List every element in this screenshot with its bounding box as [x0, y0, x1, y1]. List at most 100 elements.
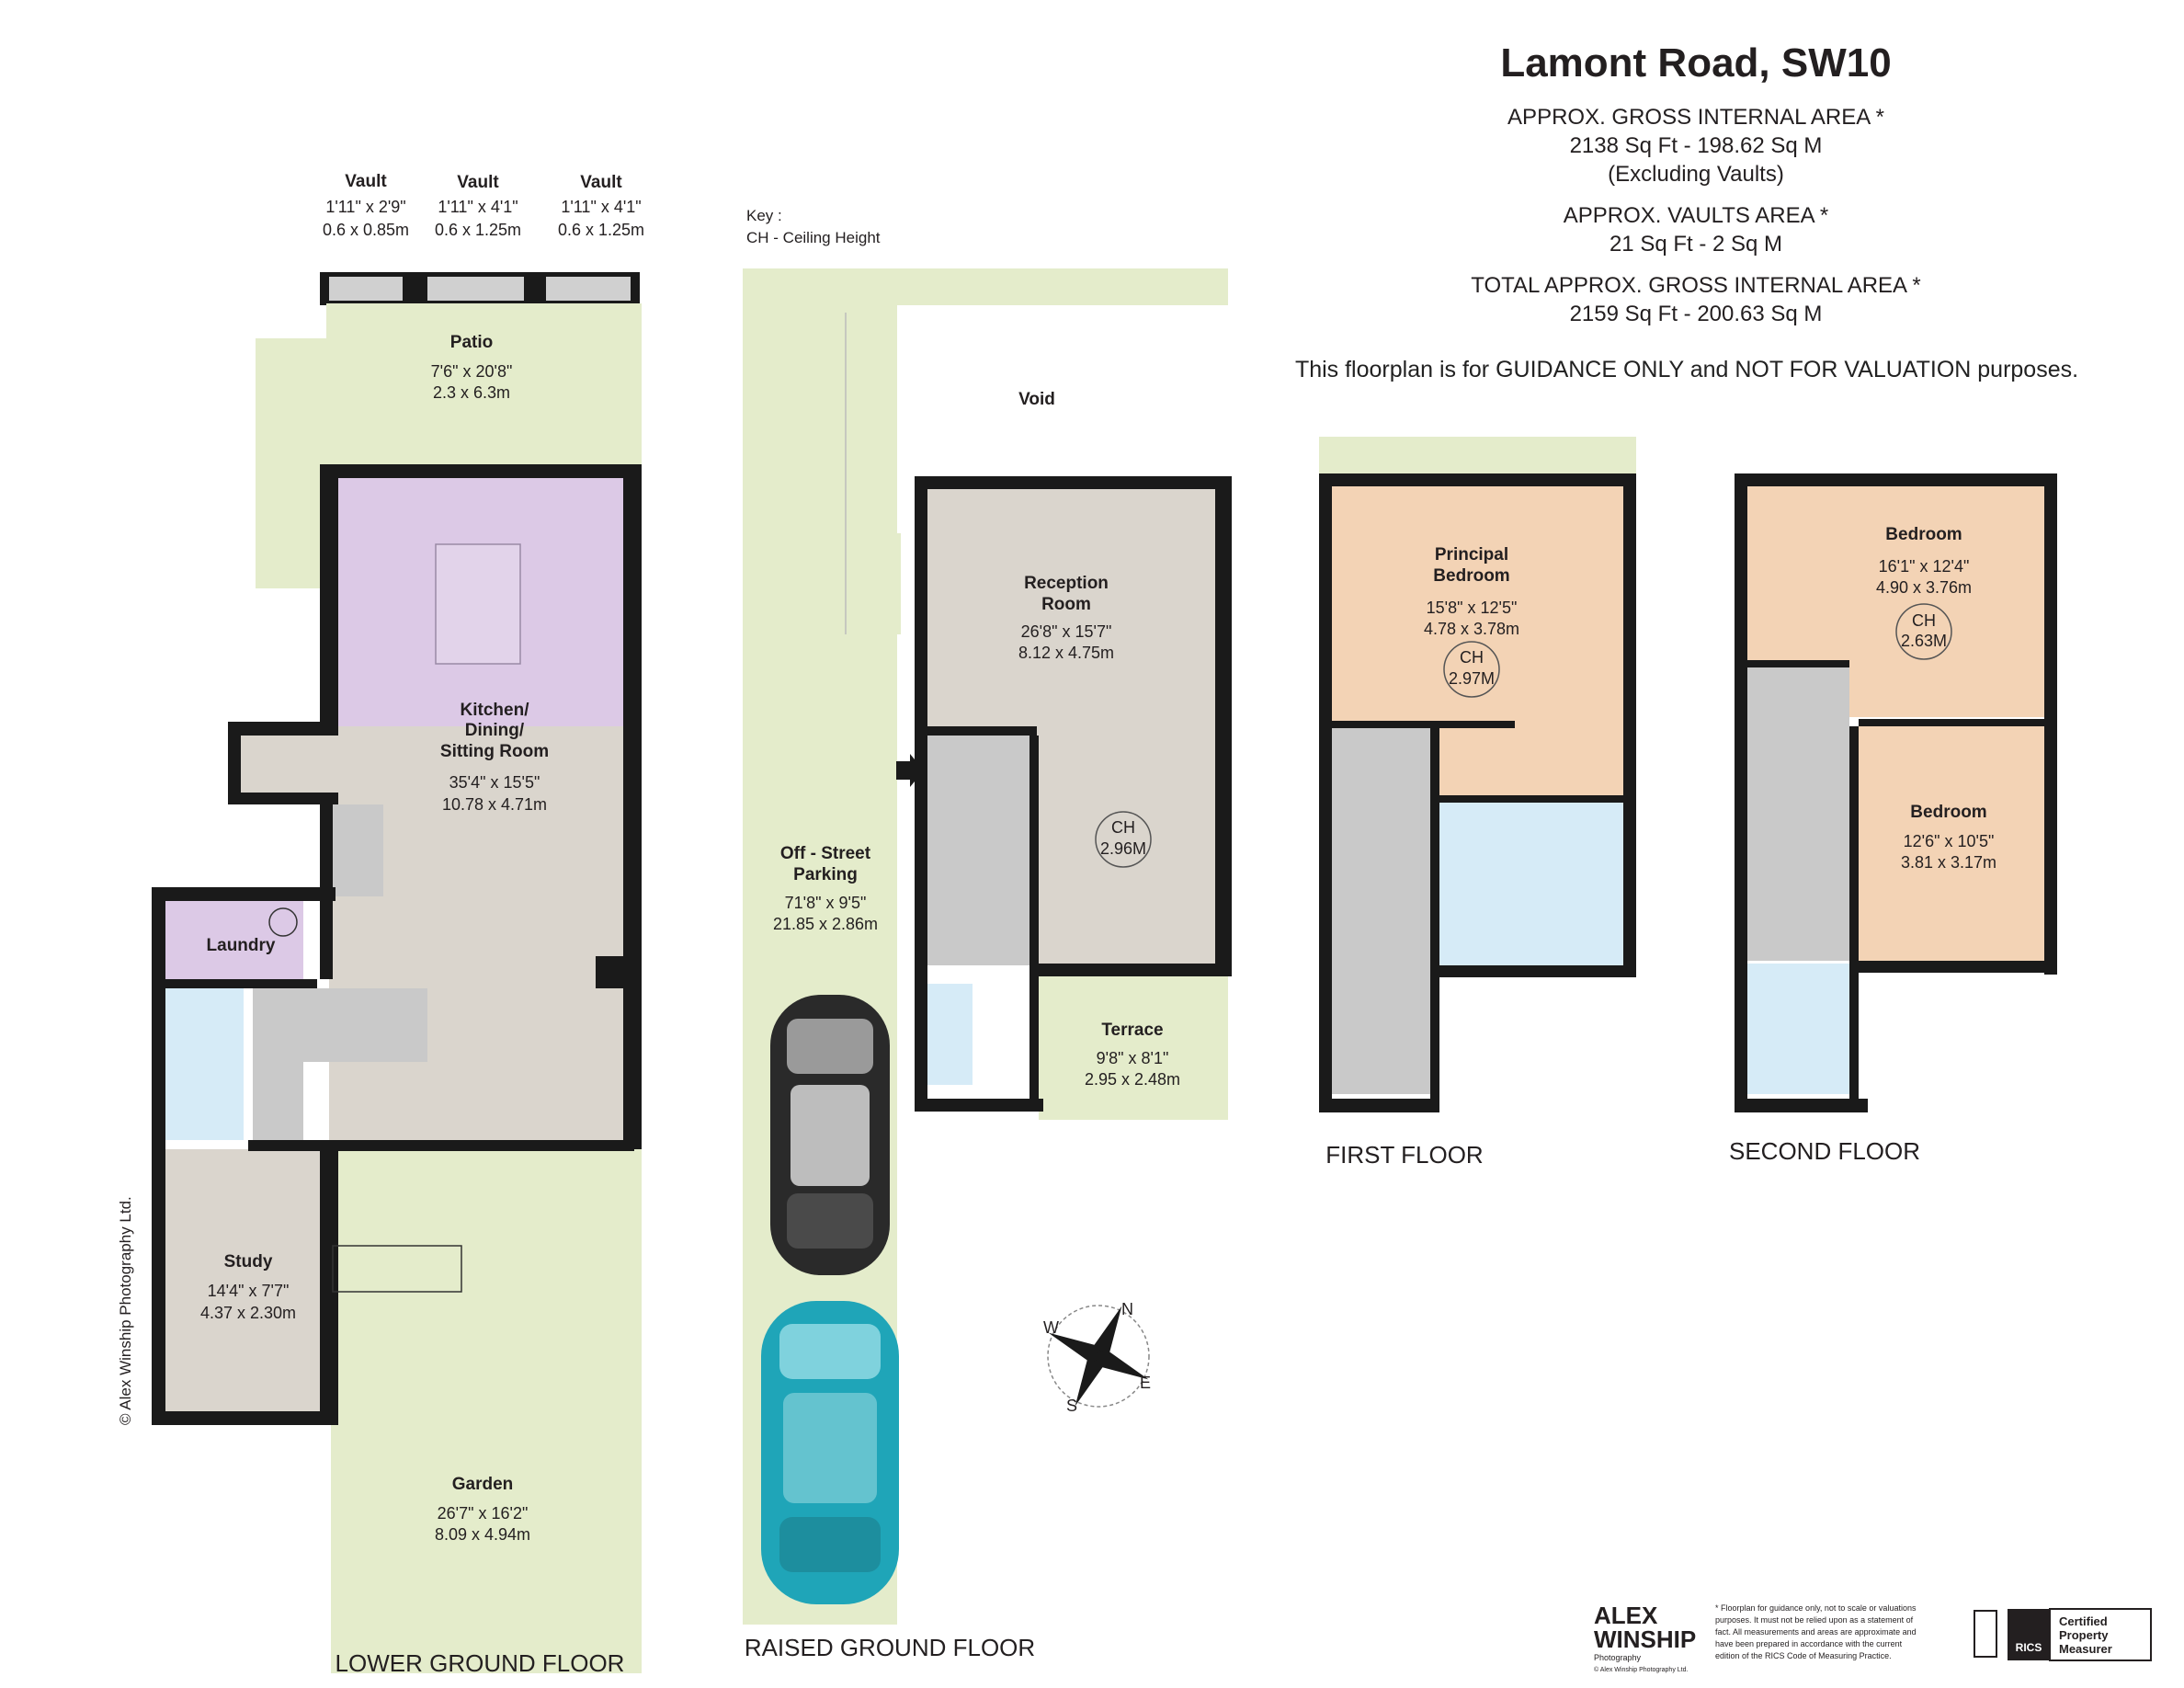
rg-walls [915, 476, 1232, 1112]
vault-2 [427, 277, 524, 301]
vault1-met: 0.6 x 0.85m [323, 221, 409, 239]
rg-top-strip [897, 268, 1228, 305]
bedroom3-name: Bedroom [1910, 803, 1986, 822]
lg-stairs-2 [253, 988, 303, 1140]
property-title: Lamont Road, SW10 [1500, 40, 1892, 86]
rg-stairs [927, 736, 1029, 965]
first-floor [1319, 437, 1636, 1112]
reception-imp: 26'8" x 15'7" [1021, 622, 1112, 641]
compass-e: E [1140, 1374, 1151, 1392]
ff-stairs [1331, 726, 1430, 1094]
total-area: TOTAL APPROX. GROSS INTERNAL AREA * 2159… [1213, 271, 2178, 328]
raised-ground-label: RAISED GROUND FLOOR [745, 1634, 1035, 1661]
vaults-value: 21 Sq Ft - 2 Sq M [1609, 232, 1783, 257]
compass-s: S [1066, 1397, 1077, 1415]
lower-ground-floor [152, 272, 642, 1673]
sf-walls [1735, 473, 2057, 1112]
principal-ch-val: 2.97M [1449, 669, 1495, 688]
lg-stairs-1 [333, 804, 383, 896]
ff-balcony [1319, 437, 1636, 473]
disclaimer-5: edition of the RICS Code of Measuring Pr… [1715, 1651, 1892, 1660]
lg-bathroom [165, 988, 244, 1140]
key-item: CH - Ceiling Height [746, 229, 881, 246]
kitchen-met: 10.78 x 4.71m [442, 795, 547, 814]
header-block: Lamont Road, SW10 [1213, 40, 2178, 86]
bedroom3-imp: 12'6" x 10'5" [1904, 832, 1995, 850]
kitchen-lower-area [329, 726, 632, 1149]
gia-label: APPROX. GROSS INTERNAL AREA * [1507, 105, 1884, 130]
bedroom2-ch-val: 2.63M [1901, 632, 1947, 650]
sf-ch-circle [1895, 603, 1952, 660]
guidance-note: This floorplan is for GUIDANCE ONLY and … [1294, 357, 2079, 382]
study-met: 4.37 x 2.30m [200, 1304, 296, 1322]
principal-name-2: Bedroom [1433, 566, 1509, 586]
logo-sub: Photography [1594, 1653, 1642, 1662]
garden-name: Garden [452, 1475, 514, 1494]
reception-ch-val: 2.96M [1100, 839, 1146, 858]
rg-steps [846, 533, 901, 634]
bedroom3-area [1859, 726, 2048, 961]
compass-n: N [1121, 1300, 1133, 1318]
kitchen-island [435, 543, 521, 665]
parking-imp: 71'8" x 9'5" [785, 894, 867, 912]
principal-imp: 15'8" x 12'5" [1427, 599, 1518, 617]
raised-ground-floor [743, 268, 1232, 1625]
gia-value: 2138 Sq Ft - 198.62 Sq M [1569, 133, 1823, 158]
terrace-met: 2.95 x 2.48m [1085, 1070, 1180, 1089]
vault-1 [329, 277, 403, 301]
certified-badge [2049, 1608, 2152, 1661]
sf-stairs [1746, 667, 1849, 961]
study-imp: 14'4" x 7'7" [208, 1282, 290, 1300]
vault2-met: 0.6 x 1.25m [435, 221, 521, 239]
bedroom2-met: 4.90 x 3.76m [1876, 578, 1972, 597]
lg-stairs-3 [303, 988, 427, 1062]
reception-ch: CH [1111, 818, 1135, 837]
parking-met: 21.85 x 2.86m [773, 915, 878, 933]
kitchen-name-1: Kitchen/ [461, 701, 530, 720]
disclaimer-1: * Floorplan for guidance only, not to sc… [1715, 1603, 1917, 1613]
terrace-imp: 9'8" x 8'1" [1097, 1049, 1169, 1067]
key-title: Key : [746, 207, 782, 224]
bedroom2-name: Bedroom [1885, 525, 1962, 544]
study-area [165, 1149, 320, 1411]
kitchen-imp: 35'4" x 15'5" [449, 773, 540, 792]
vault1-name: Vault [345, 172, 387, 191]
principal-met: 4.78 x 3.78m [1424, 620, 1519, 638]
terrace-area [1039, 973, 1228, 1120]
principal-name-1: Principal [1435, 545, 1508, 565]
ff-bathroom [1439, 800, 1623, 965]
bedroom3-met: 3.81 x 3.17m [1901, 853, 1996, 872]
vault2-name: Vault [457, 173, 499, 192]
sf-bathroom [1746, 964, 1859, 1094]
study-name: Study [224, 1252, 273, 1272]
patio-steps-area [256, 478, 324, 588]
patio-name: Patio [450, 333, 493, 352]
reception-met: 8.12 x 4.75m [1018, 644, 1114, 662]
second-floor [1735, 473, 2057, 1112]
parking-name-2: Parking [793, 865, 858, 884]
vaults-label: APPROX. VAULTS AREA * [1563, 203, 1829, 228]
disclaimer-2: purposes. It must not be relied upon as … [1715, 1615, 1914, 1625]
void-name: Void [1018, 390, 1055, 409]
entry-arrow-icon [896, 754, 924, 787]
vault2-imp: 1'11" x 4'1" [438, 198, 518, 216]
logo-line-2: WINSHIP [1594, 1625, 1696, 1653]
garden-met: 8.09 x 4.94m [435, 1525, 530, 1544]
ff-ch-circle [1443, 641, 1500, 698]
total-value: 2159 Sq Ft - 200.63 Sq M [1569, 302, 1823, 326]
area-summary: APPROX. GROSS INTERNAL AREA * 2138 Sq Ft… [1213, 103, 2178, 328]
gia-note: (Excluding Vaults) [1608, 162, 1784, 187]
rics-logo-icon [2008, 1609, 2050, 1660]
principal-wardrobe-area [1439, 726, 1623, 800]
total-label: TOTAL APPROX. GROSS INTERNAL AREA * [1471, 273, 1921, 298]
reception-ch-circle [1095, 811, 1152, 868]
laundry-name: Laundry [207, 936, 276, 955]
kitchen-name-3: Sitting Room [440, 742, 549, 761]
kitchen-name-2: Dining/ [465, 721, 525, 740]
teal-car-icon [761, 1301, 899, 1604]
lg-walls [152, 464, 642, 1425]
rg-wc [927, 984, 973, 1085]
parking-name-1: Off - Street [780, 844, 871, 863]
bedroom2-imp: 16'1" x 12'4" [1879, 557, 1970, 576]
